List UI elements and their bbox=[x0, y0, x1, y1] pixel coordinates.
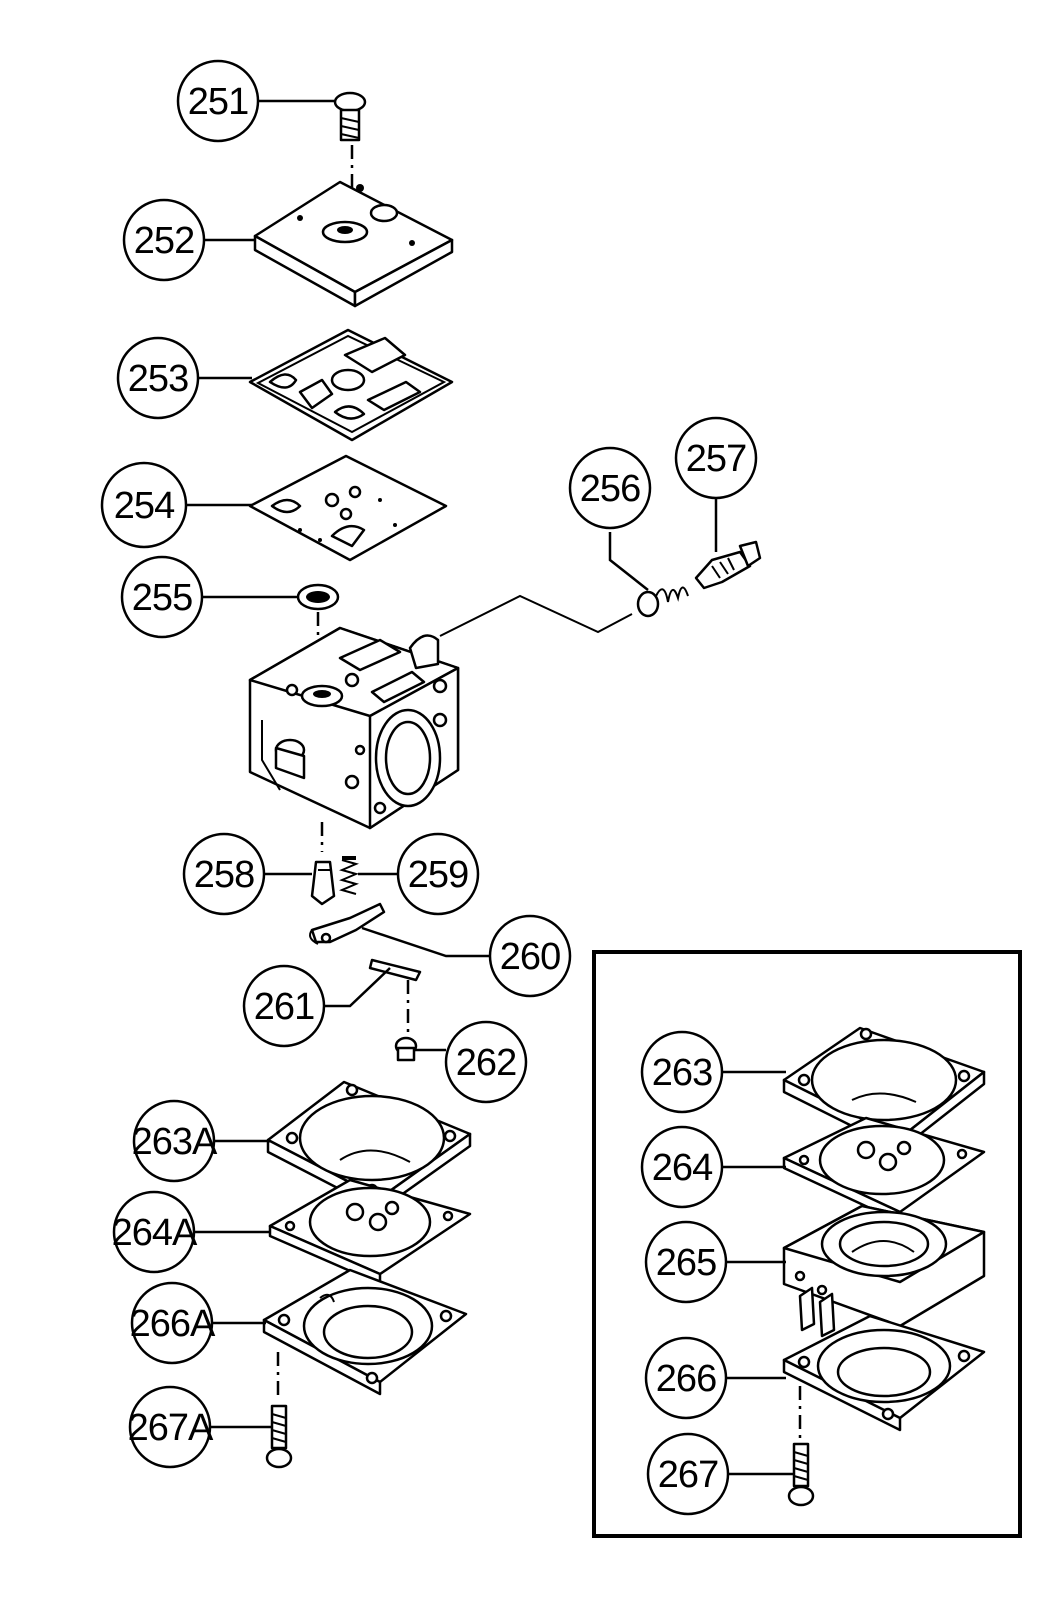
part-265-pump-body bbox=[782, 1204, 986, 1338]
part-257-needle bbox=[694, 540, 762, 590]
part-256-spring bbox=[439, 586, 689, 637]
callout-260: 260 bbox=[488, 914, 572, 998]
part-255-screen bbox=[296, 583, 340, 668]
callout-261-label: 261 bbox=[254, 986, 314, 1028]
callout-255-label: 255 bbox=[132, 577, 192, 619]
part-258-needle-valve bbox=[310, 860, 336, 906]
callout-265: 265 bbox=[644, 1220, 728, 1304]
callout-256-label: 256 bbox=[580, 468, 640, 510]
callout-258: 258 bbox=[182, 832, 266, 916]
part-263-gasket bbox=[782, 1026, 986, 1152]
callout-257-label: 257 bbox=[686, 438, 746, 480]
part-254-diaphragm bbox=[248, 454, 448, 562]
callout-251: 251 bbox=[176, 59, 260, 143]
callout-263-label: 263 bbox=[652, 1052, 712, 1094]
callout-260-label: 260 bbox=[500, 936, 560, 978]
callout-267: 267 bbox=[646, 1432, 730, 1516]
callout-267-label: 267 bbox=[658, 1454, 718, 1496]
callout-264-label: 264 bbox=[652, 1147, 713, 1189]
callout-266A-label: 266A bbox=[130, 1303, 216, 1345]
callout-259-label: 259 bbox=[408, 854, 468, 896]
part-252-pump-cover bbox=[253, 180, 454, 308]
callout-262-label: 262 bbox=[456, 1042, 516, 1084]
callout-258-label: 258 bbox=[194, 854, 254, 896]
carburetor-body bbox=[248, 626, 460, 852]
callout-264: 264 bbox=[640, 1125, 724, 1209]
callout-263A-label: 263A bbox=[132, 1121, 218, 1163]
part-259-spring bbox=[339, 856, 359, 895]
callout-254: 254 bbox=[100, 461, 188, 549]
callout-266-label: 266 bbox=[656, 1358, 716, 1400]
callout-256: 256 bbox=[568, 446, 652, 530]
part-266-cover bbox=[782, 1314, 986, 1440]
callout-267A: 267A bbox=[128, 1385, 215, 1469]
part-262-screw bbox=[394, 1036, 418, 1062]
part-266A-cover bbox=[262, 1268, 468, 1400]
callout-253-label: 253 bbox=[128, 358, 188, 400]
callout-255: 255 bbox=[120, 555, 204, 639]
callout-263A: 263A bbox=[132, 1099, 219, 1183]
alternate-parts-inset-box bbox=[592, 950, 1022, 1538]
callout-266: 266 bbox=[644, 1336, 728, 1420]
callout-267A-label: 267A bbox=[128, 1407, 214, 1449]
callout-252-label: 252 bbox=[134, 220, 194, 262]
part-264-diaphragm bbox=[782, 1116, 986, 1224]
part-260-lever bbox=[309, 902, 386, 945]
part-251-screw bbox=[333, 91, 367, 215]
part-261-pin bbox=[368, 958, 422, 1040]
callout-263: 263 bbox=[640, 1030, 724, 1114]
callout-262: 262 bbox=[444, 1020, 528, 1104]
callout-251-label: 251 bbox=[188, 81, 248, 123]
callout-252: 252 bbox=[122, 198, 206, 282]
callout-265-label: 265 bbox=[656, 1242, 716, 1284]
leader-lines bbox=[186, 99, 794, 1476]
part-267-screw bbox=[787, 1442, 815, 1507]
callout-266A: 266A bbox=[130, 1281, 217, 1365]
callout-264A-label: 264A bbox=[112, 1212, 198, 1254]
callout-253: 253 bbox=[116, 336, 200, 420]
part-253-gasket bbox=[248, 328, 454, 442]
callout-264A: 264A bbox=[112, 1190, 199, 1274]
callout-257: 257 bbox=[674, 416, 758, 500]
callout-261: 261 bbox=[242, 964, 326, 1048]
part-267A-screw bbox=[265, 1404, 293, 1469]
callout-259: 259 bbox=[396, 832, 480, 916]
callout-254-label: 254 bbox=[114, 485, 175, 527]
part-264A-diaphragm bbox=[268, 1178, 472, 1286]
